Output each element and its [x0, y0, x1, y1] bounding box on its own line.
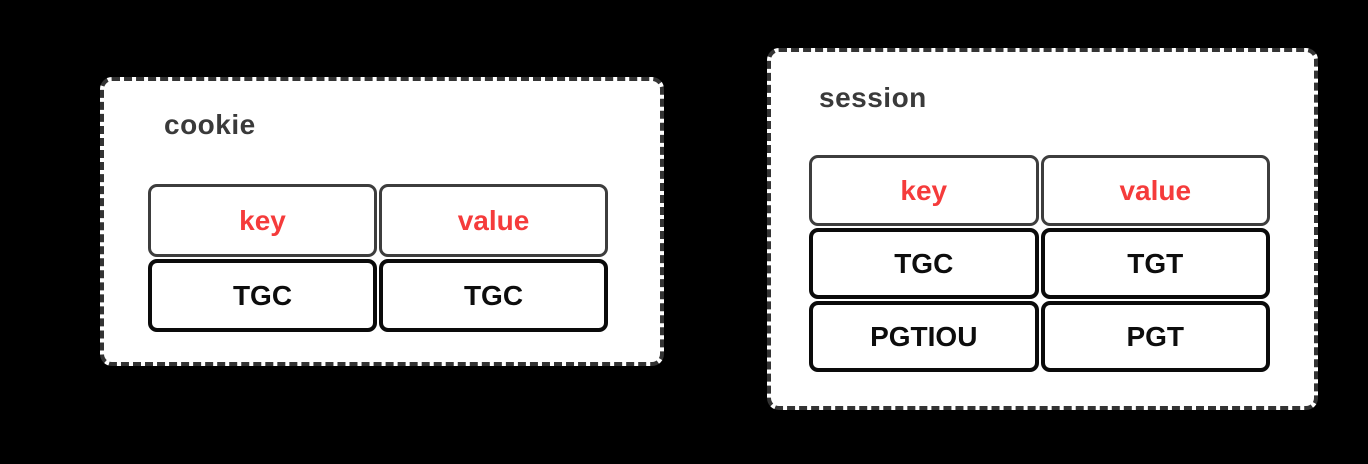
session-row1-key-cell: PGTIOU: [809, 301, 1039, 372]
session-row0-key-cell: TGC: [809, 228, 1039, 299]
session-row1-value-cell: PGT: [1040, 301, 1270, 372]
cookie-box-title: cookie: [164, 109, 256, 140]
session-header-key: key: [809, 155, 1039, 226]
session-header-value: value: [1040, 155, 1270, 226]
session-box: session key value TGC TGT PGTIOU PGT: [767, 48, 1318, 410]
session-table: key value TGC TGT PGTIOU PGT: [809, 155, 1270, 372]
cookie-header-key: key: [148, 184, 377, 257]
cookie-table: key value TGC TGC: [148, 184, 608, 332]
session-row0-value-cell: TGT: [1040, 228, 1270, 299]
cookie-row0-value-cell: TGC: [379, 259, 608, 332]
session-box-title: session: [819, 82, 927, 113]
cookie-header-value: value: [379, 184, 608, 257]
cookie-row0-key-cell: TGC: [148, 259, 377, 332]
cookie-box: cookie key value TGC TGC: [100, 77, 664, 366]
